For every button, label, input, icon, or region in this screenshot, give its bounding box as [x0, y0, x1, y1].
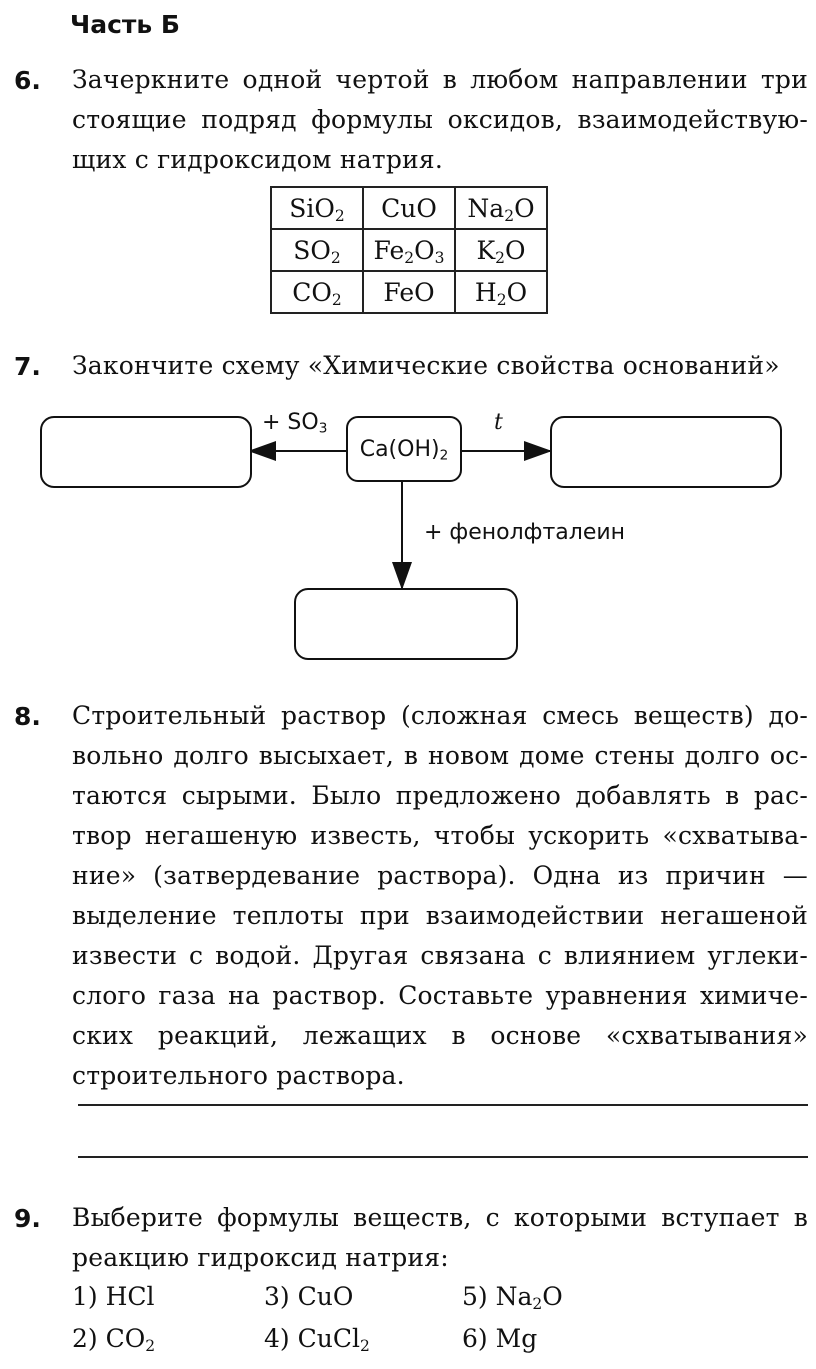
answer-line-2[interactable] — [78, 1156, 808, 1158]
answer-box-bottom[interactable] — [294, 588, 518, 660]
option-3[interactable]: 3) CuO — [264, 1282, 354, 1311]
question-8-line: строительного раствора. — [72, 1061, 405, 1090]
oxide-cell[interactable]: SiO2 — [270, 186, 364, 230]
question-9-line: реакцию гидроксид натрия: — [72, 1243, 449, 1272]
question-6-line: Зачеркните одной чертой в любом направле… — [72, 65, 808, 94]
scheme-arrows — [248, 441, 552, 590]
question-8-line: твор негашеную известь, чтобы ускорить «… — [72, 821, 808, 850]
question-9-line: Выберите формулы веществ, с которыми вст… — [72, 1203, 808, 1232]
question-8-line: извести с водой. Другая связана с влияни… — [72, 941, 808, 970]
oxide-cell[interactable]: FeO — [362, 270, 456, 314]
option-2[interactable]: 2) CO2 — [72, 1324, 156, 1355]
oxide-cell[interactable]: K2O — [454, 228, 548, 272]
label-phenolphthalein: + фенолфталеин — [424, 520, 626, 545]
part-title: Часть Б — [70, 10, 180, 39]
question-6-number: 6. — [14, 66, 41, 95]
option-6[interactable]: 6) Mg — [462, 1324, 538, 1353]
label-so3: + SO3 — [262, 410, 328, 437]
question-7-text: Закончите схему «Химические свойства осн… — [72, 346, 808, 386]
question-8-number: 8. — [14, 702, 41, 731]
question-8-text: Строительный раствор (сложная смесь веще… — [72, 696, 808, 1096]
center-formula: Ca(OH)2 — [359, 436, 449, 463]
option-4[interactable]: 4) CuCl2 — [264, 1324, 370, 1355]
option-5[interactable]: 5) Na2O — [462, 1282, 563, 1313]
answer-box-right[interactable] — [550, 416, 782, 488]
answer-box-left[interactable] — [40, 416, 252, 488]
question-8-line: ние» (затвердевание раствора). Одна из п… — [72, 861, 808, 890]
question-9-number: 9. — [14, 1204, 41, 1233]
question-8-line: слого газа на раствор. Составьте уравнен… — [72, 981, 808, 1010]
question-6-text: Зачеркните одной чертой в любом направле… — [72, 60, 808, 180]
question-6-line: щих с гидроксидом натрия. — [72, 145, 444, 174]
oxide-cell[interactable]: Fe2O3 — [362, 228, 456, 272]
question-8-line: вольно долго высыхает, в новом доме стен… — [72, 741, 808, 770]
oxide-cell[interactable]: CuO — [362, 186, 456, 230]
question-9-text: Выберите формулы веществ, с которыми вст… — [72, 1198, 808, 1278]
question-8-line: таются сырыми. Было предложено добавлять… — [72, 781, 808, 810]
question-6-line: стоящие подряд формулы оксидов, взаимоде… — [72, 105, 808, 134]
oxide-cell[interactable]: H2O — [454, 270, 548, 314]
question-8-line: Строительный раствор (сложная смесь веще… — [72, 701, 808, 730]
oxide-cell[interactable]: CO2 — [270, 270, 364, 314]
question-8-line: ских реакций, лежащих в основе «схватыва… — [72, 1021, 808, 1050]
label-temperature: t — [494, 410, 503, 435]
question-7-number: 7. — [14, 352, 41, 381]
option-1[interactable]: 1) HCl — [72, 1282, 155, 1311]
center-formula-box: Ca(OH)2 — [346, 416, 462, 482]
oxide-cell[interactable]: Na2O — [454, 186, 548, 230]
question-8-line: выделение теплоты при взаимодействии нег… — [72, 901, 808, 930]
question-7-line: Закончите схему «Химические свойства осн… — [72, 351, 780, 380]
oxide-cell[interactable]: SO2 — [270, 228, 364, 272]
answer-line-1[interactable] — [78, 1104, 808, 1106]
